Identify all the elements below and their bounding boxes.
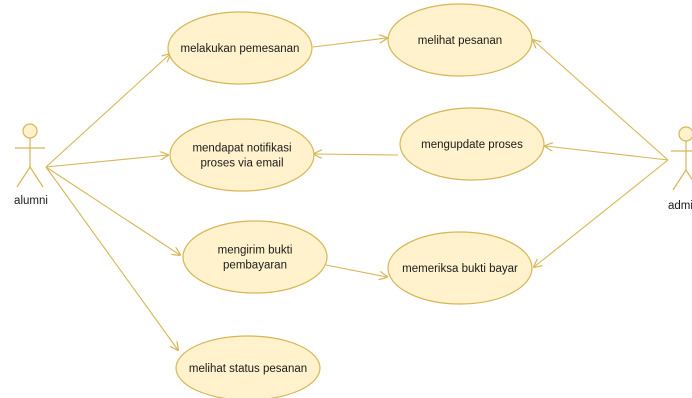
edge-alumni-to-melihat-status [45,166,178,350]
edge-mengupdate-proses-to-mendapat-notifikasi [314,154,399,155]
use-case-ellipse [169,118,315,192]
use-case-label: proses via email [200,158,283,170]
edge-admin-to-mengupdate-proses [545,146,669,161]
edge-alumni-to-mendapat-notifikasi [45,155,168,168]
use-case-label: melihat pesanan [418,35,502,47]
use-case-label: mengupdate proses [421,139,523,151]
use-case-mengupdate-proses[interactable]: mengupdate proses [399,107,545,181]
use-case-label: melakukan pemesanan [181,43,300,55]
actor-figure-icon [15,123,45,188]
use-case-label: mendapat notifikasi [192,143,291,155]
use-case-ellipse [387,3,533,77]
use-case-mengirim-bukti[interactable]: mengirim bukti pembayaran [182,220,328,294]
use-case-melihat-status[interactable]: melihat status pesanan [175,335,321,398]
actor-label: admin [668,200,692,212]
use-case-ellipse [167,11,313,85]
use-case-melakukan-pemesanan[interactable]: melakukan pemesanan [167,11,313,85]
nodes-layer: melakukan pemesanan melihat pesanan mendap… [167,3,545,398]
actor-figure-icon [671,126,692,191]
edge-melakukan-pemesanan-to-melihat-pesanan [312,38,387,48]
actor-label: alumni [14,195,48,207]
use-case-label: melihat status pesanan [189,363,307,375]
actor-admin[interactable]: admin [668,126,692,212]
use-case-ellipse [182,220,328,294]
use-case-memeriksa-bukti[interactable]: memeriksa bukti bayar [387,231,533,305]
use-case-mendapat-notifikasi[interactable]: mendapat notifikasi proses via email [169,118,315,192]
use-case-label: mengirim bukti [218,245,293,257]
use-case-label: pembayaran [223,260,287,272]
use-case-melihat-pesanan[interactable]: melihat pesanan [387,3,533,77]
edge-admin-to-memeriksa-bukti [534,159,669,267]
use-case-label: memeriksa bukti bayar [402,263,518,275]
edge-alumni-to-melakukan-pemesanan [45,54,170,168]
actors-layer: alumni admin [14,123,692,212]
use-case-ellipse [399,107,545,181]
edge-admin-to-melihat-pesanan [533,40,669,161]
actor-alumni[interactable]: alumni [14,123,48,207]
use-case-ellipse [387,231,533,305]
edge-alumni-to-mengirim-bukti [45,166,180,255]
use-case-ellipse [175,335,321,398]
edges-layer [45,38,669,350]
edge-mengirim-bukti-to-memeriksa-bukti [325,264,387,277]
